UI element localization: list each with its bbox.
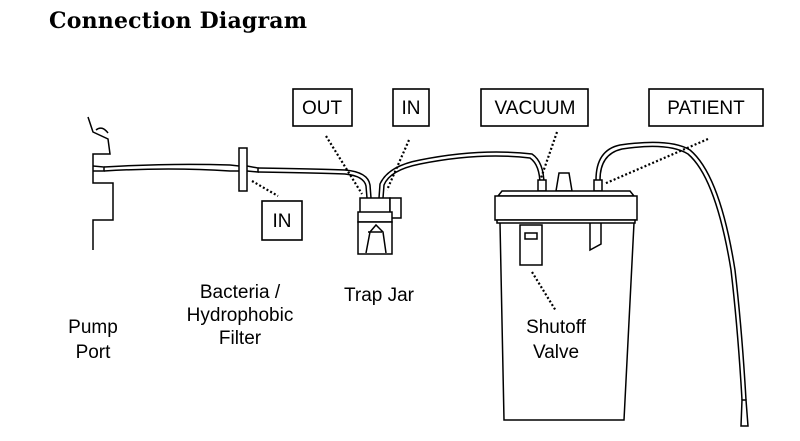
callout-trap-out: OUT — [292, 88, 353, 127]
leader-trap-out — [325, 135, 363, 195]
tube-filter-to-trap — [257, 167, 372, 199]
callout-filter-in: IN — [261, 200, 303, 241]
patient-tube — [595, 141, 749, 427]
trap-jar-illustration — [357, 197, 402, 255]
tube-trap-to-canister — [382, 155, 541, 199]
callout-patient-label: PATIENT — [667, 98, 745, 119]
callout-vacuum-label: VACUUM — [495, 98, 576, 119]
pump-port-illustration — [87, 116, 114, 250]
leader-shutoff-valve — [531, 271, 557, 312]
label-trap-jar: Trap Jar — [344, 285, 415, 306]
svg-text:Trap Jar: Trap Jar — [344, 285, 415, 306]
callout-patient: PATIENT — [648, 88, 764, 127]
svg-text:Hydrophobic: Hydrophobic — [187, 305, 294, 326]
svg-text:Valve: Valve — [533, 342, 579, 363]
filter-illustration — [238, 147, 259, 192]
label-shutoff-valve: Shutoff Valve — [526, 317, 587, 363]
svg-text:Port: Port — [76, 342, 112, 363]
svg-text:Bacteria /: Bacteria / — [200, 282, 281, 303]
callout-trap-in-label: IN — [402, 98, 421, 119]
diagram-title: Connection Diagram — [49, 8, 308, 34]
leader-filter-in — [251, 180, 279, 197]
label-pump-port: Pump Port — [68, 317, 118, 363]
svg-text:Shutoff: Shutoff — [526, 317, 587, 338]
callout-trap-out-label: OUT — [302, 98, 343, 119]
tube-pump-to-filter — [92, 163, 240, 172]
callout-vacuum: VACUUM — [480, 88, 589, 127]
leader-trap-in — [385, 139, 411, 191]
callout-trap-in: IN — [392, 88, 430, 127]
leader-vacuum — [539, 131, 559, 179]
canister-illustration — [494, 172, 638, 421]
callout-filter-in-label: IN — [273, 211, 292, 232]
label-filter: Bacteria / Hydrophobic Filter — [187, 282, 294, 349]
svg-text:Pump: Pump — [68, 317, 118, 338]
svg-text:Filter: Filter — [219, 328, 262, 349]
